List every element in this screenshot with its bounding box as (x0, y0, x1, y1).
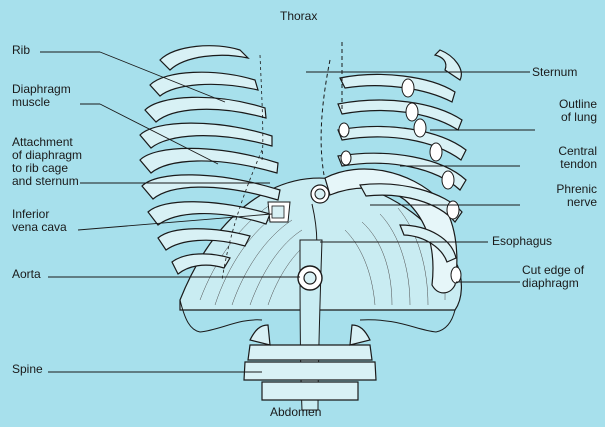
label-cut-edge: Cut edge of diaphragm (522, 264, 584, 290)
label-rib: Rib (12, 44, 30, 57)
label-esophagus: Esophagus (492, 235, 552, 248)
label-phrenic-nerve: Phrenic nerve (556, 183, 597, 209)
label-sternum: Sternum (532, 66, 577, 79)
label-outline-of-lung: Outline of lung (559, 98, 597, 124)
inferior-vena-cava-shape (268, 202, 290, 222)
abdomen-title: Abdomen (270, 406, 321, 419)
label-attachment: Attachment of diaphragm to rib cage and … (12, 136, 82, 188)
label-inferior-vena-cava: Inferior vena cava (12, 208, 67, 234)
label-central-tendon: Central tendon (558, 145, 597, 171)
label-spine: Spine (12, 363, 43, 376)
label-diaphragm-muscle: Diaphragm muscle (12, 83, 71, 109)
thorax-title: Thorax (280, 10, 317, 23)
label-aorta: Aorta (12, 268, 41, 281)
sternum-outline (321, 42, 342, 175)
